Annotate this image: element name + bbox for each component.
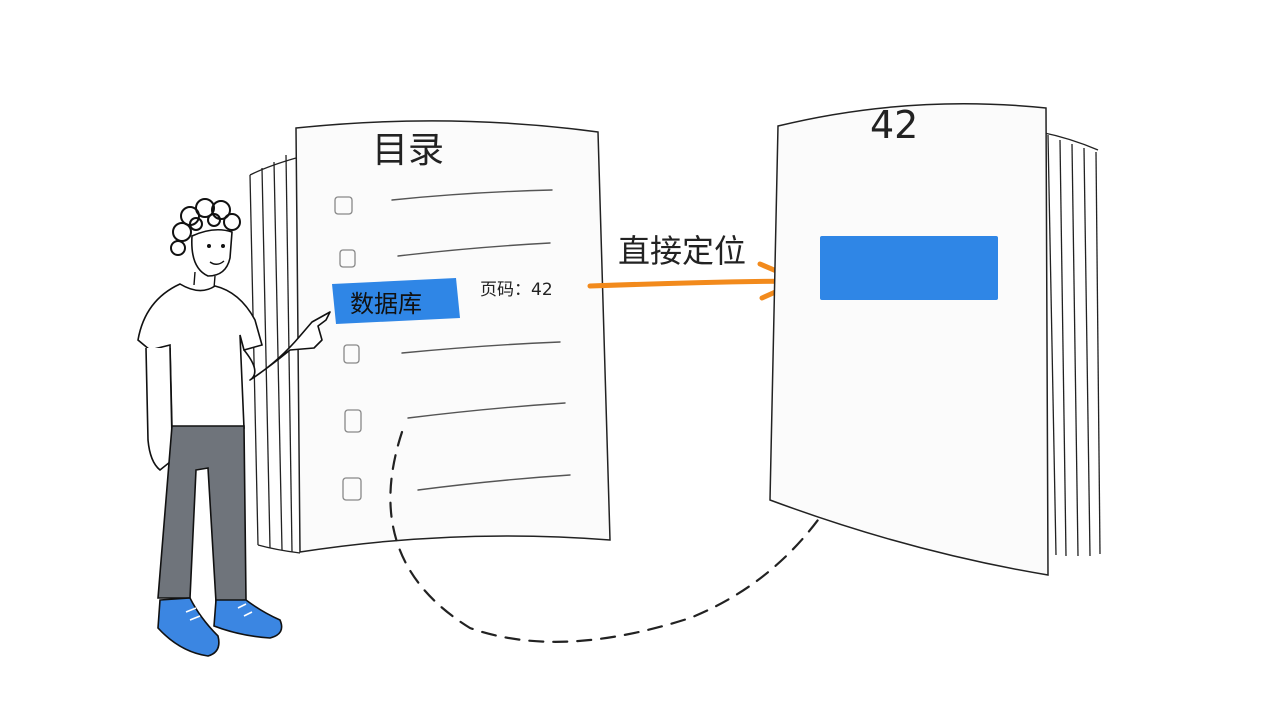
arrow-label: 直接定位 bbox=[618, 232, 746, 270]
target-page-number: 42 bbox=[870, 103, 918, 147]
target-book: 42 bbox=[769, 102, 1101, 576]
person-left-arm bbox=[145, 347, 173, 472]
toc-line-2 bbox=[397, 242, 551, 257]
person-shoe-right bbox=[213, 599, 283, 639]
toc-line-6 bbox=[417, 474, 571, 491]
person-eye-left bbox=[207, 244, 211, 248]
dashed-arrow-path bbox=[389, 430, 847, 643]
toc-checkbox-1 bbox=[334, 196, 353, 215]
toc-line-5 bbox=[407, 402, 566, 419]
toc-title: 目录 bbox=[372, 130, 444, 171]
toc-page-reference: 页码：42 bbox=[480, 280, 553, 300]
toc-book-page bbox=[295, 120, 611, 553]
toc-book-page-edges bbox=[249, 154, 301, 554]
toc-checkbox-5 bbox=[344, 409, 362, 433]
orange-arrow-shaft bbox=[587, 278, 798, 289]
toc-line-1 bbox=[391, 189, 553, 201]
target-book-page bbox=[769, 102, 1049, 576]
person-eye-right bbox=[221, 244, 225, 248]
orange-arrow-icon: 直接定位 bbox=[587, 232, 803, 301]
toc-highlight-box bbox=[332, 278, 460, 324]
person-pointing-icon bbox=[137, 198, 331, 657]
person-face bbox=[191, 228, 233, 277]
toc-line-4 bbox=[401, 341, 561, 354]
person-smile bbox=[209, 260, 225, 265]
toc-checkbox-6 bbox=[342, 477, 362, 501]
toc-entry-lines bbox=[391, 189, 571, 491]
target-book-page-edges bbox=[1039, 131, 1101, 557]
toc-checkbox-2 bbox=[339, 249, 356, 268]
person-pants bbox=[157, 425, 247, 603]
person-shoe-left bbox=[157, 597, 220, 657]
toc-book: 目录 数据库 页码：42 bbox=[249, 120, 611, 554]
toc-checkbox-4 bbox=[343, 344, 360, 364]
person-shirt bbox=[137, 283, 263, 429]
toc-highlight-entry: 数据库 bbox=[350, 290, 422, 318]
toc-checkboxes bbox=[334, 196, 362, 501]
person-shoe-laces bbox=[185, 603, 253, 621]
person-hair bbox=[170, 198, 241, 256]
target-content-block bbox=[820, 236, 998, 300]
person-pointing-arm bbox=[243, 311, 331, 381]
